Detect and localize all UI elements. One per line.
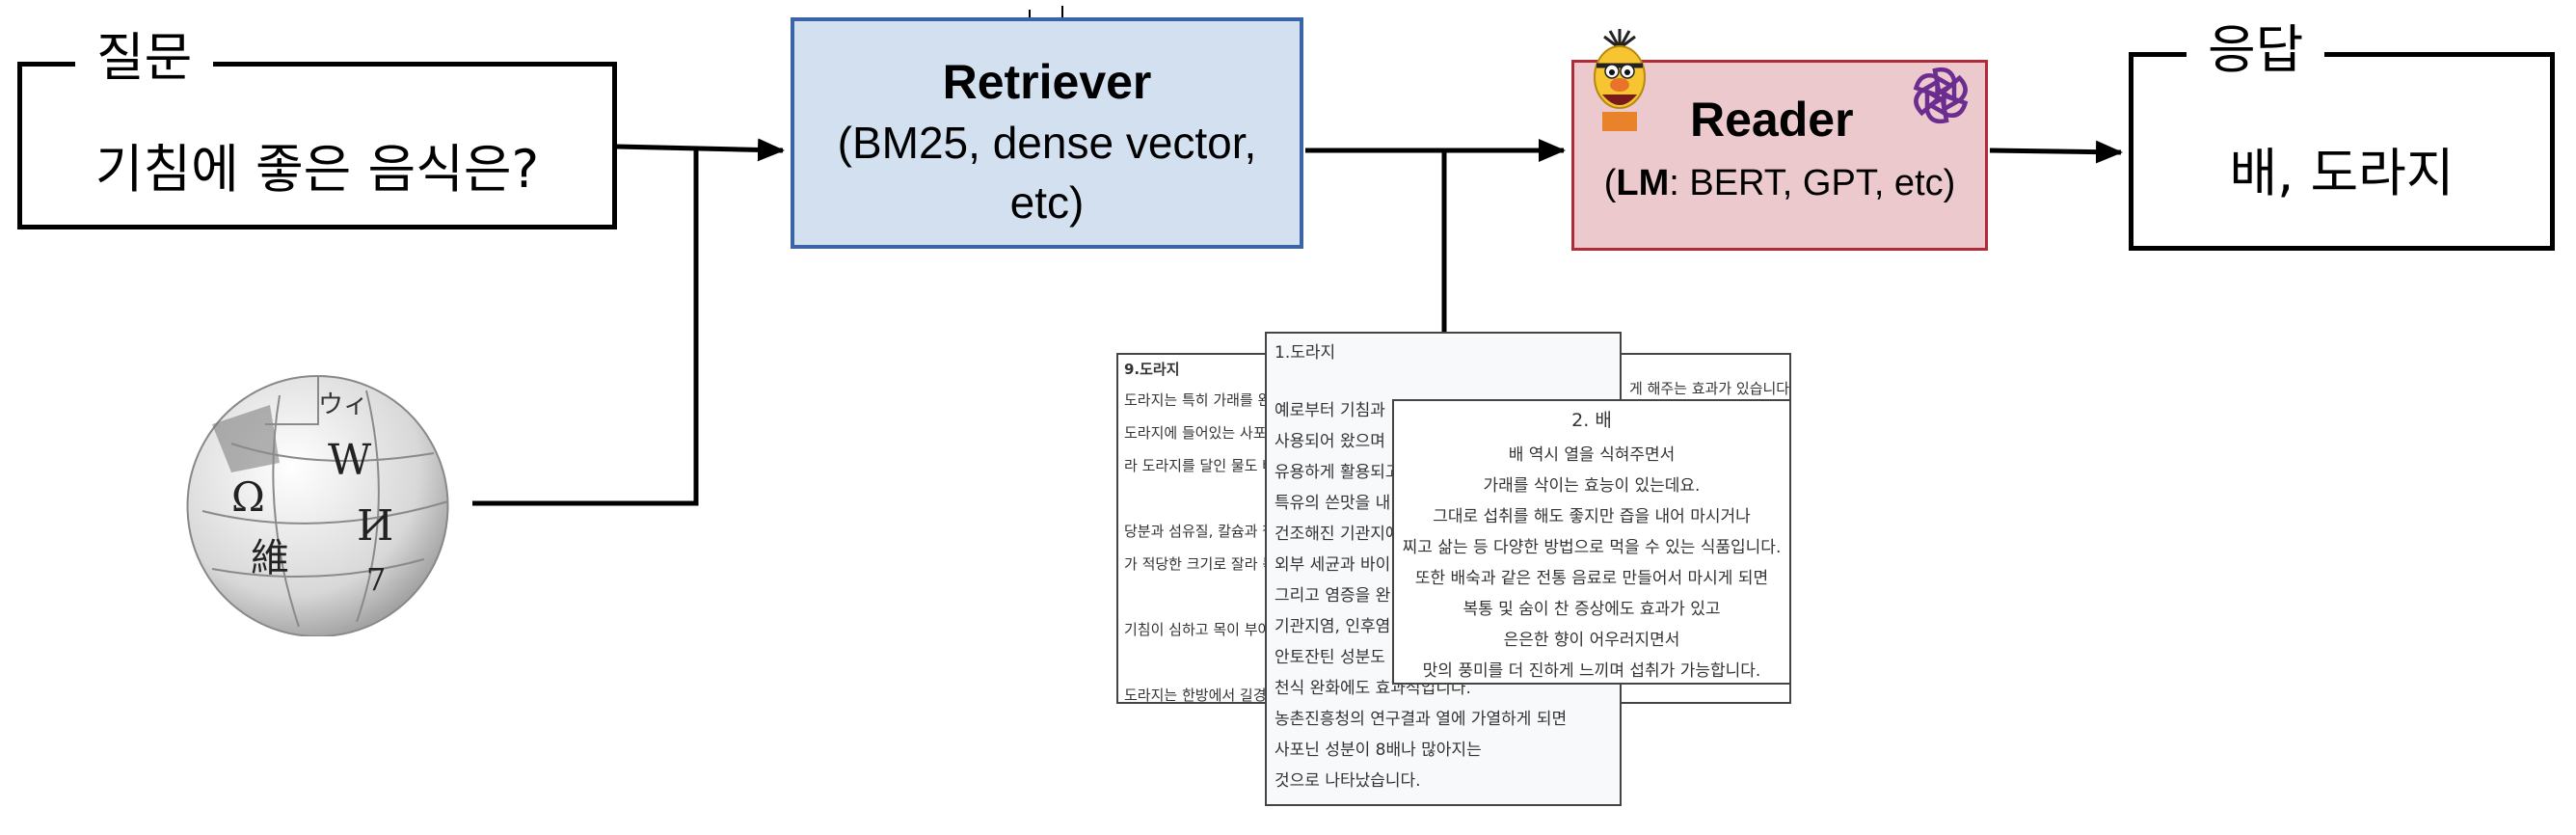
document-line: 도라지에 들어있는 사포닌	[1124, 424, 1280, 442]
reader-subtitle-open: (	[1603, 163, 1617, 203]
document-line: 안토잔틴 성분도	[1275, 648, 1385, 667]
globe-glyph-seven: 7	[366, 561, 386, 598]
document-line: 기침이 심하고 목이 부어	[1124, 621, 1272, 638]
question-label: 질문	[75, 29, 214, 87]
globe-glyph-kanji: 維	[251, 536, 289, 580]
document-title: 2. 배	[1571, 410, 1612, 431]
retriever-subtitle-line2: etc)	[1009, 177, 1085, 228]
document-line: 라 도라지를 달인 물도 배	[1124, 457, 1276, 474]
document-right-text: 게 해주는 효과가 있습니다.	[1629, 380, 1791, 397]
retriever-box: Retriever (BM25, dense vector, etc)	[791, 17, 1303, 249]
answer-box: 배, 도라지	[2129, 52, 2555, 251]
document-line: 당분과 섬유질, 칼슘과 철	[1124, 523, 1276, 540]
question-text: 기침에 좋은 음식은?	[94, 139, 540, 200]
bert-character-icon	[1594, 29, 1646, 131]
document-line: 또한 배숙과 같은 전통 음료로 만들어서 마시게 되면	[1414, 569, 1769, 588]
document-line: 은은한 향이 어우러지면서	[1503, 631, 1680, 650]
answer-label: 응답	[2187, 21, 2325, 79]
document-line: 맛의 풍미를 더 진하게 느끼며 섭취가 가능합니다.	[1422, 661, 1761, 681]
document-line: 사용되어 왔으며	[1275, 432, 1385, 451]
document-line: 가 적당한 크기로 잘라 볶	[1124, 555, 1276, 573]
retriever-title: Retriever	[942, 55, 1152, 109]
document-line: 예로부터 기침과	[1275, 401, 1385, 420]
globe-glyph-w: W	[328, 436, 372, 485]
document-line: 복통 및 숨이 찬 증상에도 효과가 있고	[1462, 600, 1721, 619]
reader-subtitle: (LM: BERT, GPT, etc)	[1574, 163, 1985, 204]
document-line: 농촌진흥청의 연구결과 열에 가열하게 되면	[1275, 710, 1568, 729]
question-to-retriever-arrow	[616, 138, 785, 162]
answer-text: 배, 도라지	[2229, 143, 2455, 203]
document-line: 도라지는 특히 가래를 완화	[1124, 391, 1285, 409]
reader-subtitle-lm: LM	[1616, 163, 1670, 203]
document-line: 사포닌 성분이 8배나 많아지는	[1275, 741, 1482, 760]
document-line: 찌고 삶는 등 다양한 방법으로 먹을 수 있는 식품입니다.	[1402, 538, 1782, 557]
reader-title: Reader	[1690, 93, 1854, 147]
document-line: 외부 세균과 바이	[1275, 555, 1391, 575]
tick-marks	[1029, 6, 1063, 17]
openai-logo-icon	[1909, 67, 1972, 127]
document-line: 그리고 염증을 완	[1275, 586, 1391, 606]
document-line: 배 역시 열을 식혀주면서	[1508, 445, 1676, 465]
document-line: 특유의 쓴맛을 내	[1275, 494, 1391, 513]
reader-to-answer-arrow	[1989, 140, 2123, 164]
question-box: 기침에 좋은 음식은?	[17, 62, 617, 229]
document-line: 가래를 삭이는 효능이 있는데요.	[1483, 476, 1701, 496]
document-title: 1.도라지	[1275, 343, 1336, 363]
document-line: 건조해진 기관지에	[1275, 525, 1401, 544]
reader-subtitle-rest: : BERT, GPT, etc)	[1669, 163, 1956, 203]
globe-glyph-i: И	[357, 501, 393, 551]
wikipedia-globe-icon: ウィ W Ω И 維 7	[186, 375, 449, 636]
document-line: 기관지염, 인후염	[1275, 617, 1391, 636]
document-line: 유용하게 활용되고	[1275, 463, 1401, 482]
document-line: 그대로 섭취를 해도 좋지만 즙을 내어 마시거나	[1433, 507, 1751, 526]
globe-glyph-omega: Ω	[231, 473, 265, 521]
retriever-subtitle-line1: (BM25, dense vector,	[837, 118, 1257, 168]
document-line: 것으로 나타났습니다.	[1275, 771, 1421, 791]
globe-glyph-wiki: ウィ	[318, 391, 368, 419]
document-line: 도라지는 한방에서 길경이	[1124, 687, 1280, 704]
document-title: 9.도라지	[1124, 361, 1180, 378]
wiki-to-retriever-connector	[472, 148, 699, 506]
